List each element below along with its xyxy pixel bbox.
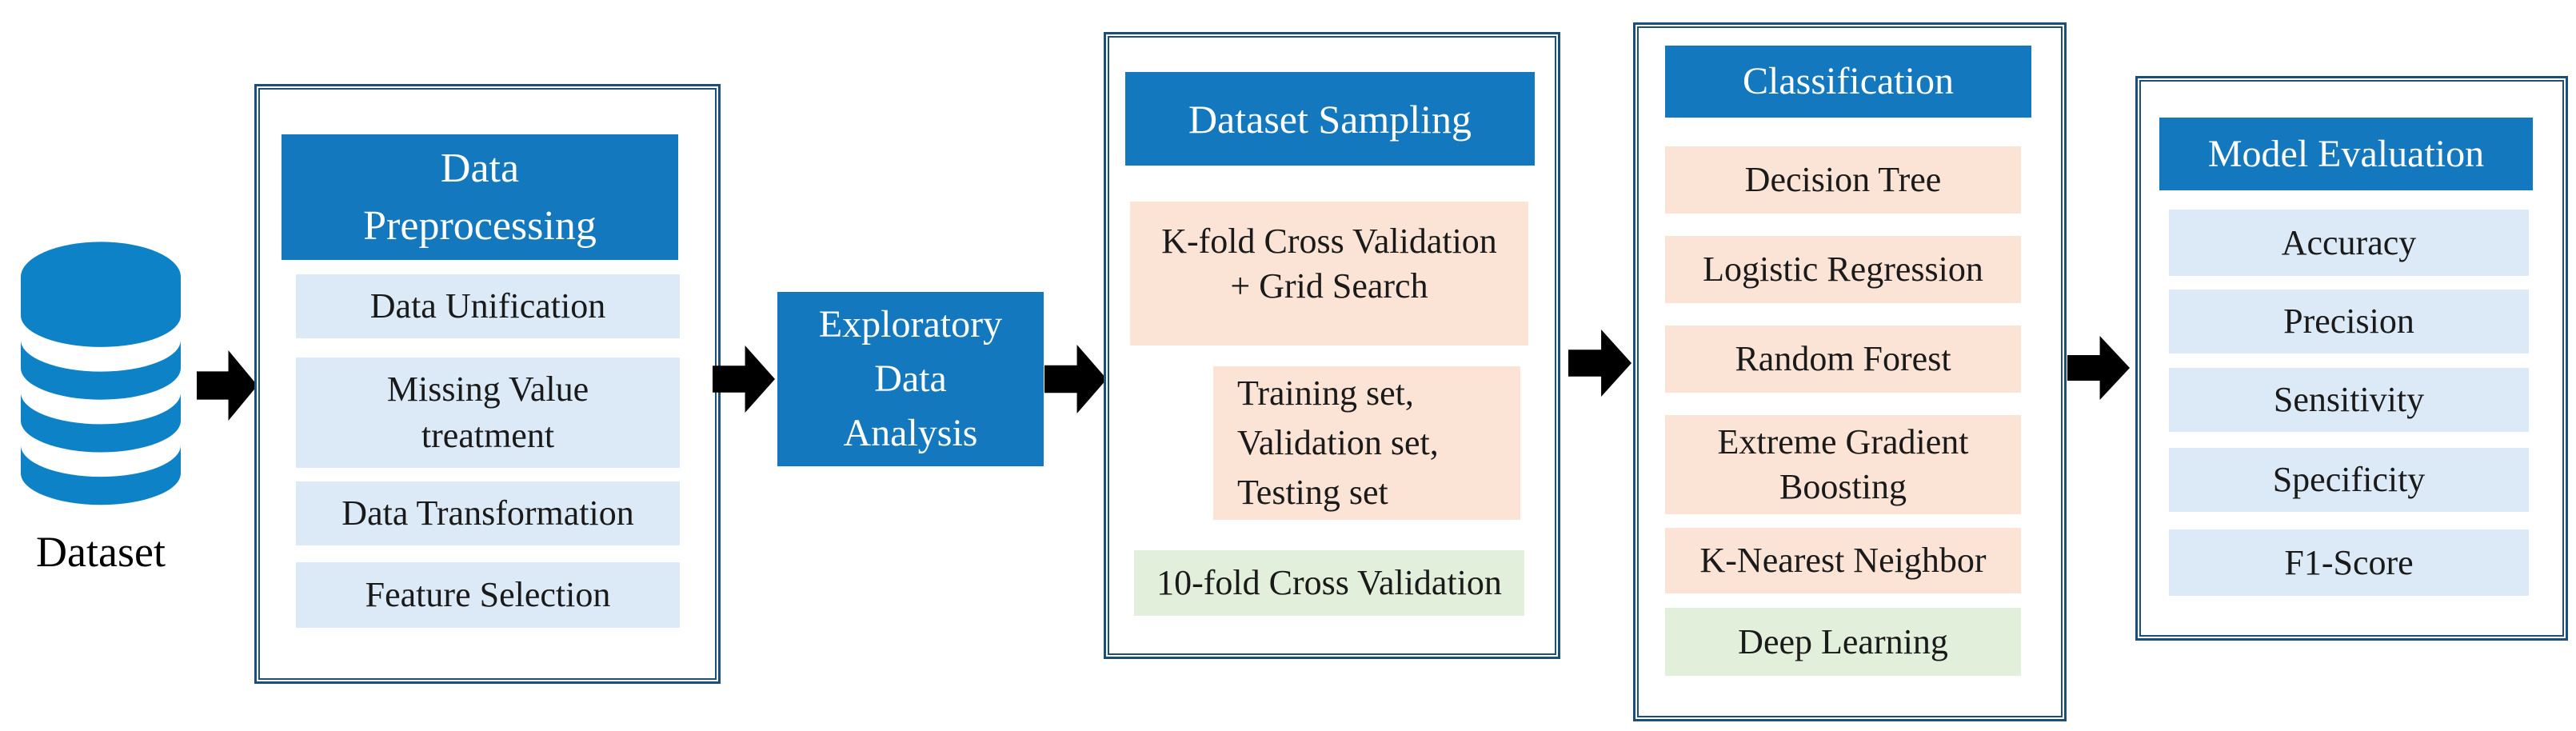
flow-arrow-icon-4 <box>1568 330 1631 397</box>
eda-box: Exploratory Data Analysis <box>777 292 1044 466</box>
sampling-item-tenfold-cross-validation: 10-fold Cross Validation <box>1134 550 1524 616</box>
evaluation-item-f1-score: F1-Score <box>2169 529 2529 596</box>
flow-arrow-icon-5 <box>2067 336 2130 400</box>
preprocessing-item-feature-selection: Feature Selection <box>296 562 680 628</box>
flow-arrow-icon-3 <box>1044 345 1107 413</box>
classification-item-extreme-gradient-boosting: Extreme Gradient Boosting <box>1665 415 2021 514</box>
classification-item-decision-tree: Decision Tree <box>1665 146 2021 214</box>
dataset-label: Dataset <box>36 528 166 576</box>
database-cylinder-shape <box>21 242 181 505</box>
preprocessing-item-missing-value-treatment: Missing Value treatment <box>296 358 680 468</box>
flow-arrow-icon-1 <box>197 350 258 421</box>
classification-item-logistic-regression: Logistic Regression <box>1665 236 2021 303</box>
evaluation-item-precision: Precision <box>2169 290 2529 354</box>
evaluation-header: Model Evaluation <box>2159 118 2533 190</box>
classification-item-k-nearest-neighbor: K-Nearest Neighbor <box>1665 528 2021 593</box>
preprocessing-header: Data Preprocessing <box>282 134 678 260</box>
preprocessing-item-data-unification: Data Unification <box>296 274 680 338</box>
evaluation-item-accuracy: Accuracy <box>2169 210 2529 276</box>
evaluation-item-sensitivity: Sensitivity <box>2169 368 2529 432</box>
flow-arrow-icon-2 <box>713 346 775 413</box>
sampling-header: Dataset Sampling <box>1125 72 1535 166</box>
sampling-item-kfold-grid-search: K-fold Cross Validation + Grid Search <box>1130 202 1528 346</box>
preprocessing-item-data-transformation: Data Transformation <box>296 481 680 545</box>
dataset-group <box>18 238 184 512</box>
classification-item-deep-learning: Deep Learning <box>1665 608 2021 676</box>
classification-header: Classification <box>1665 46 2031 118</box>
evaluation-item-specificity: Specificity <box>2169 448 2529 512</box>
classification-item-random-forest: Random Forest <box>1665 326 2021 393</box>
sampling-item-train-validation-test: Training set, Validation set, Testing se… <box>1213 366 1520 520</box>
preprocessing-header-line: Data <box>440 145 520 191</box>
preprocessing-header-line: Preprocessing <box>363 202 597 249</box>
database-cylinder-icon <box>18 238 184 512</box>
eda-title: Exploratory Data Analysis <box>818 303 1003 454</box>
